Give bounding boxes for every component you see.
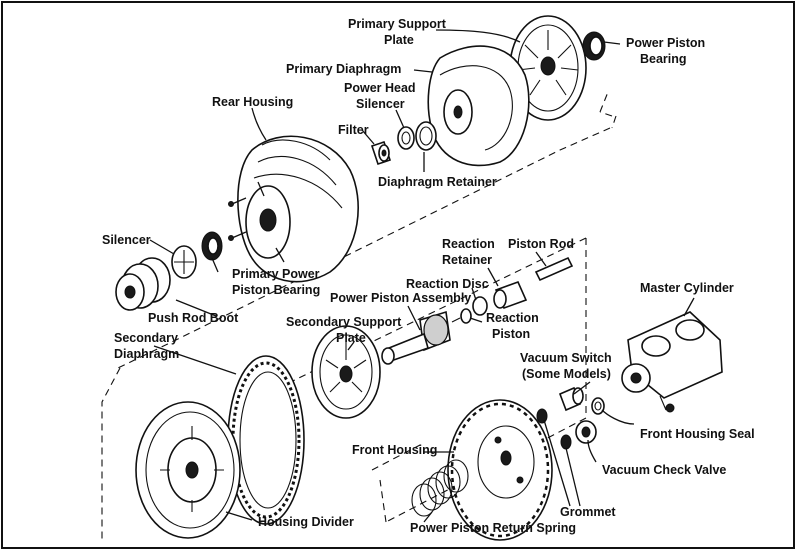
label-secondary-diaphragm-line1: Secondary xyxy=(114,331,178,345)
master-cylinder xyxy=(621,311,723,413)
label-grommet: Grommet xyxy=(560,505,616,519)
label-power-piston-bearing-line1: Power Piston xyxy=(626,36,705,50)
front-housing xyxy=(447,399,553,541)
label-rear-housing: Rear Housing xyxy=(212,95,293,109)
vacuum-switch xyxy=(558,386,584,412)
label-vacuum-check-valve: Vacuum Check Valve xyxy=(602,463,726,477)
label-front-housing-seal: Front Housing Seal xyxy=(640,427,755,441)
label-piston-rod: Piston Rod xyxy=(508,237,574,251)
label-filter: Filter xyxy=(338,123,369,137)
push-rod-boot xyxy=(115,257,171,311)
leader-lines xyxy=(149,29,695,523)
reaction-piston xyxy=(451,308,472,324)
silencer xyxy=(171,245,197,279)
label-power-piston-return-spring: Power Piston Return Spring xyxy=(410,521,576,535)
label-reaction-retainer-line1: Reaction xyxy=(442,237,495,251)
label-secondary-support-plate-line2: Plate xyxy=(336,331,366,345)
label-secondary-diaphragm-line2: Diaphragm xyxy=(114,347,179,361)
grommet xyxy=(536,408,572,450)
primary-power-piston-bearing xyxy=(201,231,223,261)
reaction-retainer xyxy=(493,280,528,310)
power-piston-bearing xyxy=(582,31,606,61)
assembly-outline xyxy=(101,91,617,540)
part-labels: Primary Support Plate Power Piston Beari… xyxy=(102,17,755,535)
secondary-diaphragm xyxy=(227,355,305,525)
vacuum-check-valve xyxy=(575,420,597,444)
reaction-disc xyxy=(472,296,488,316)
front-housing-seal xyxy=(591,397,605,415)
housing-divider xyxy=(135,401,241,539)
label-power-piston-assembly: Power Piston Assembly xyxy=(330,291,471,305)
label-push-rod-boot: Push Rod Boot xyxy=(148,311,239,325)
piston-rod xyxy=(534,256,574,282)
label-reaction-disc: Reaction Disc xyxy=(406,277,489,291)
rear-housing xyxy=(228,135,359,283)
power-head-silencer xyxy=(397,126,415,150)
label-primary-power-piston-bearing-line2: Piston Bearing xyxy=(232,283,320,297)
label-power-head-silencer-line2: Silencer xyxy=(356,97,405,111)
label-master-cylinder: Master Cylinder xyxy=(640,281,734,295)
label-silencer: Silencer xyxy=(102,233,151,247)
label-primary-support-plate-line2: Plate xyxy=(384,33,414,47)
filter xyxy=(370,140,392,166)
label-reaction-retainer-line2: Retainer xyxy=(442,253,492,267)
power-piston-assembly xyxy=(381,310,451,365)
label-reaction-piston-line1: Reaction xyxy=(486,311,539,325)
diaphragm-retainer xyxy=(415,121,437,151)
label-power-head-silencer-line1: Power Head xyxy=(344,81,416,95)
label-power-piston-bearing-line2: Bearing xyxy=(640,52,687,66)
label-diaphragm-retainer: Diaphragm Retainer xyxy=(378,175,497,189)
primary-diaphragm xyxy=(427,45,530,167)
label-front-housing: Front Housing xyxy=(352,443,437,457)
label-vacuum-switch-line2: (Some Models) xyxy=(522,367,611,381)
label-vacuum-switch-line1: Vacuum Switch xyxy=(520,351,612,365)
label-reaction-piston-line2: Piston xyxy=(492,327,530,341)
label-housing-divider: Housing Divider xyxy=(258,515,354,529)
label-secondary-support-plate-line1: Secondary Support xyxy=(286,315,402,329)
power-piston-return-spring xyxy=(411,459,469,517)
secondary-support-plate xyxy=(311,325,381,419)
label-primary-diaphragm: Primary Diaphragm xyxy=(286,62,401,76)
label-primary-power-piston-bearing-line1: Primary Power xyxy=(232,267,320,281)
label-primary-support-plate-line1: Primary Support xyxy=(348,17,447,31)
